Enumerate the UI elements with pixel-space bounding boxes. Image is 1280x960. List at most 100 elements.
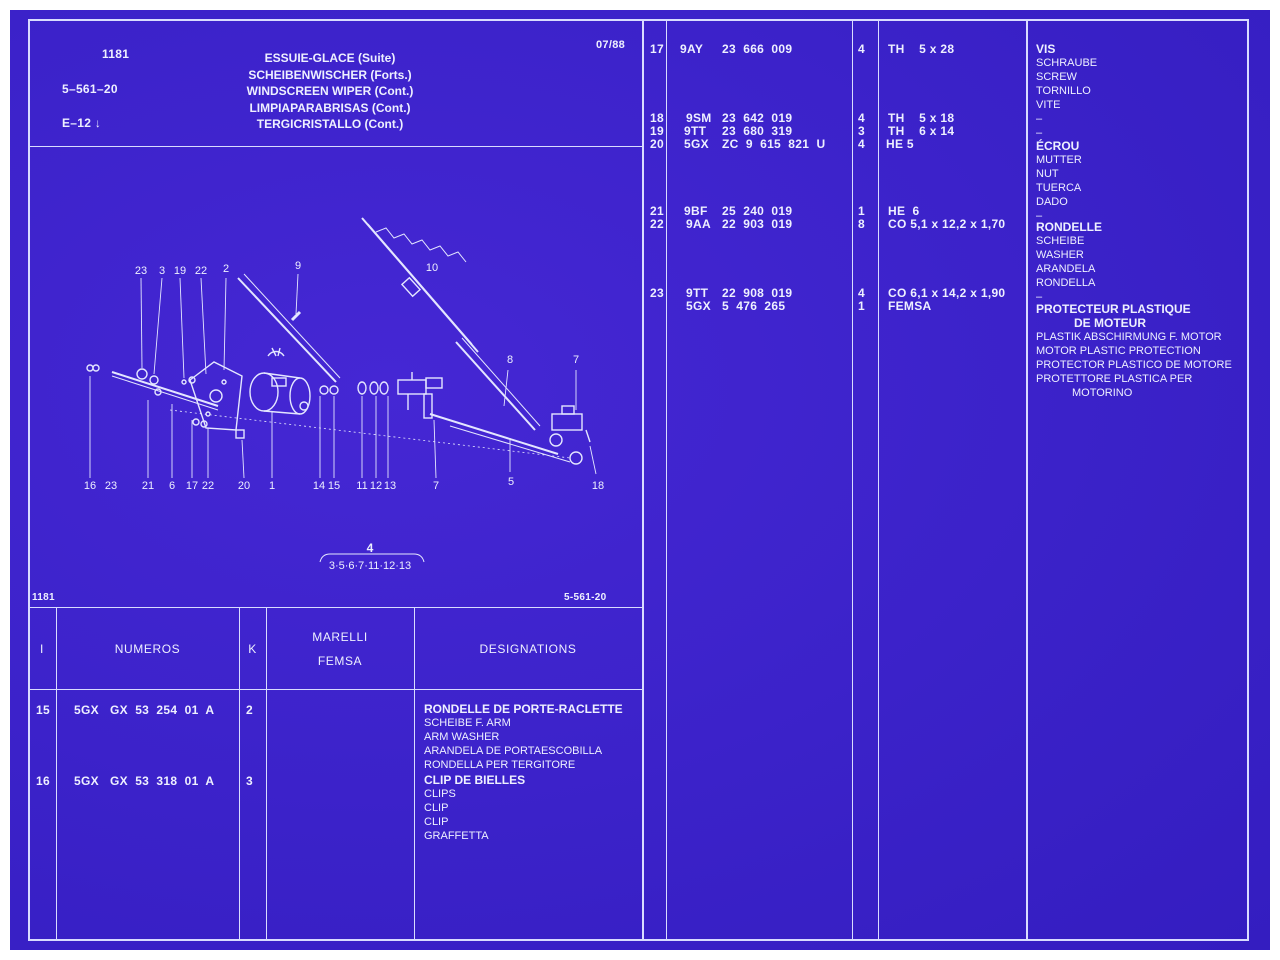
col-header-designations: DESIGNATIONS — [479, 642, 577, 656]
designation-it: RONDELLA — [1036, 277, 1096, 289]
rcol-rule-3 — [878, 19, 879, 941]
row-number: 23 642 019 — [722, 111, 793, 125]
table-top-rule — [28, 607, 643, 608]
callout-23: 23 — [134, 265, 148, 277]
frame-left — [28, 19, 30, 941]
designation-de: SCHEIBE — [1036, 235, 1085, 247]
row-designation: CLIP DE BIELLES CLIPS CLIP CLIP GRAFFETT… — [424, 773, 525, 843]
row-spec: TH 6 x 14 — [888, 124, 955, 138]
row-spec: TH 5 x 28 — [888, 42, 955, 56]
col-rule-3 — [266, 607, 267, 941]
callout-17: 17 — [185, 480, 199, 492]
designation-fr: RONDELLE — [1036, 220, 1102, 234]
rcol-rule-4 — [1026, 19, 1028, 941]
designation-es: CLIP — [424, 816, 449, 828]
row-code: 5GX — [684, 137, 709, 151]
callout-16: 16 — [83, 480, 97, 492]
row-index: 19 — [650, 124, 664, 138]
parts-catalog-sheet: 1181 5–561–20 E–12 ↓ 07/88 ESSUIE-GLACE … — [10, 10, 1270, 950]
designation-motor-protection: PROTECTEUR PLASTIQUE DE MOTEUR PLASTIK A… — [1036, 302, 1232, 400]
row-code: 5GX — [74, 774, 99, 788]
designation-fr: RONDELLE DE PORTE-RACLETTE — [424, 702, 623, 716]
assembly-parts: 3·5·6·7·11·12·13 — [328, 560, 412, 572]
title-en: WINDSCREEN WIPER (Cont.) — [246, 84, 414, 98]
designation-en: MOTOR PLASTIC PROTECTION — [1036, 345, 1201, 357]
row-qty: 4 — [858, 286, 865, 300]
row-index: 18 — [650, 111, 664, 125]
designation-de: SCHEIBE F. ARM — [424, 717, 511, 729]
wiper-exploded-diagram — [86, 217, 597, 563]
col-rule-2 — [239, 607, 240, 941]
diagram-footer-left: 1181 — [32, 592, 55, 603]
callout-21: 21 — [141, 480, 155, 492]
row-qty: 3 — [246, 774, 253, 788]
table-header-rule — [28, 689, 643, 690]
row-index: 20 — [650, 137, 664, 151]
designation-es: PROTECTOR PLASTICO DE MOTORE — [1036, 359, 1232, 371]
callout-23-bottom: 23 — [104, 480, 118, 492]
row-qty: 1 — [858, 204, 865, 218]
rcol-rule-2 — [852, 19, 853, 941]
frame-right — [1247, 19, 1249, 941]
col-rule-1 — [56, 607, 57, 941]
title-fr: ESSUIE-GLACE (Suite) — [264, 51, 396, 65]
edition-date: 07/88 — [596, 39, 626, 51]
designation-es: TUERCA — [1036, 182, 1082, 194]
title-it: TERGICRISTALLO (Cont.) — [256, 117, 404, 131]
callout-15: 15 — [327, 480, 341, 492]
designation-de: SCHRAUBE — [1036, 57, 1098, 69]
row-qty: 4 — [858, 42, 865, 56]
wiper-motor — [249, 347, 311, 415]
wiper-arm-9 — [237, 273, 341, 383]
small-parts — [86, 364, 245, 439]
frame-bottom — [28, 939, 1248, 941]
callout-12: 12 — [369, 480, 383, 492]
row-number: GX 53 254 01 A — [110, 703, 215, 717]
designation-washer: RONDELLE SCHEIBE WASHER ARANDELA RONDELL… — [1036, 220, 1102, 304]
row-index: 22 — [650, 217, 664, 231]
designation-en: NUT — [1036, 168, 1059, 180]
row-code: 5GX — [686, 299, 711, 313]
callout-10: 10 — [425, 262, 439, 274]
col-header-index: I — [40, 642, 44, 656]
callout-7-right: 7 — [572, 354, 580, 366]
row-code: 9AA — [686, 217, 711, 231]
row-number: 23 680 319 — [722, 124, 793, 138]
designation-dash: – — [1036, 291, 1043, 303]
row-code: 9SM — [686, 111, 712, 125]
pivot-assembly-right — [549, 405, 591, 465]
designation-it: GRAFFETTA — [424, 830, 489, 842]
designation-es: ARANDELA DE PORTAESCOBILLA — [424, 745, 603, 757]
title-es: LIMPIAPARABRISAS (Cont.) — [249, 100, 411, 115]
callout-19: 19 — [173, 265, 187, 277]
col-rule-4 — [414, 607, 415, 941]
callout-18: 18 — [591, 480, 605, 492]
row-index: 15 — [36, 703, 50, 717]
callout-6: 6 — [168, 480, 176, 492]
designation-fr: ÉCROU — [1036, 139, 1080, 153]
row-spec: CO 5,1 x 12,2 x 1,70 — [888, 217, 1006, 231]
designation-dash: – — [1036, 113, 1043, 125]
designation-dash: – — [1036, 127, 1043, 139]
designation-en: ARM WASHER — [424, 731, 500, 743]
linkage-rods — [111, 371, 571, 463]
title-de: SCHEIBENWISCHER (Forts.) — [248, 67, 412, 82]
designation-en: SCREW — [1036, 71, 1077, 83]
row-number: ZC 9 615 821 U — [722, 137, 826, 151]
panel-divider — [642, 19, 644, 941]
row-qty: 3 — [858, 124, 865, 138]
callout-3: 3 — [158, 265, 166, 277]
row-index: 23 — [650, 286, 664, 300]
callout-22-bottom: 22 — [201, 480, 215, 492]
row-qty: 1 — [858, 299, 865, 313]
row-number: 25 240 019 — [722, 204, 793, 218]
designation-en: CLIP — [424, 802, 449, 814]
row-code: 5GX — [74, 703, 99, 717]
callout-9: 9 — [294, 260, 302, 272]
callout-8: 8 — [506, 354, 514, 366]
arrow-down-icon: ↓ — [91, 116, 102, 130]
col-header-femsa: FEMSA — [317, 654, 363, 668]
row-code: 9TT — [684, 124, 707, 138]
designation-de: PLASTIK ABSCHIRMUNG F. MOTOR — [1036, 331, 1222, 343]
row-number: 5 476 265 — [722, 299, 786, 313]
